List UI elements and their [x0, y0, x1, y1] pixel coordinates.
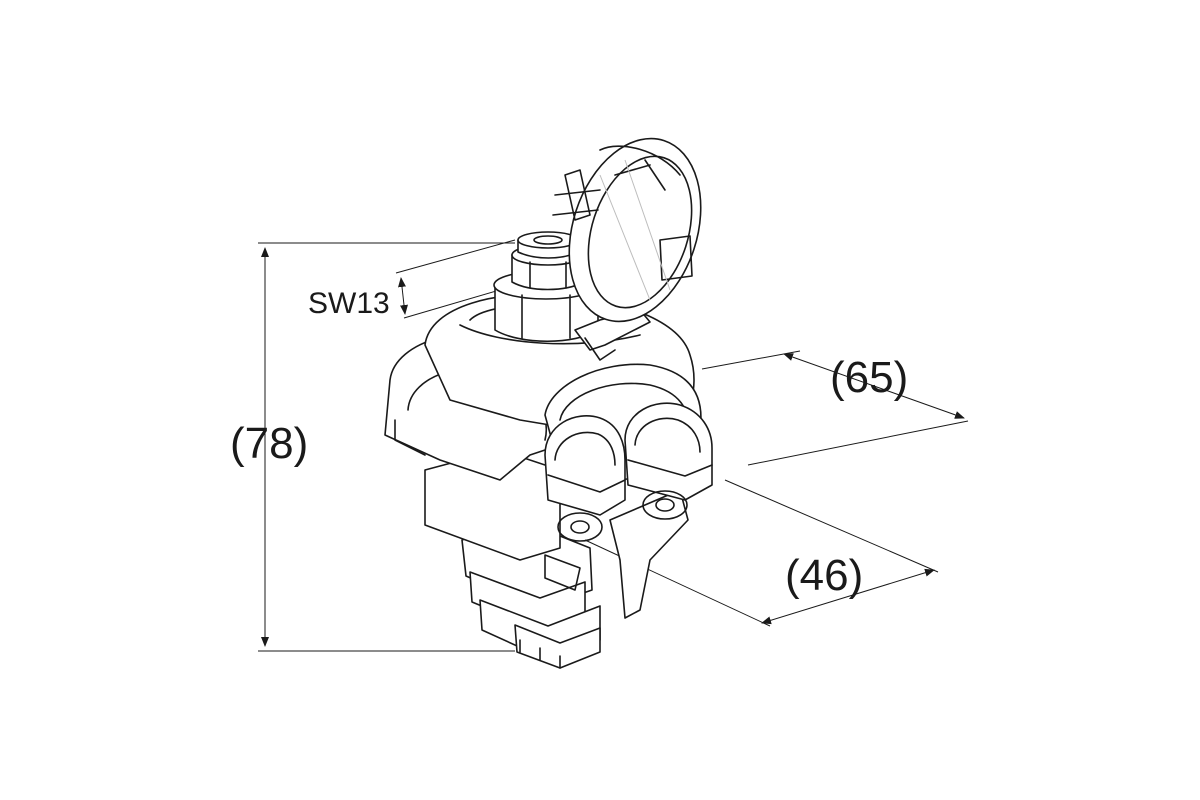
height-label: (78): [230, 419, 308, 468]
depth-dimension: (65): [701, 350, 969, 466]
depth-extension-bottom: [747, 420, 969, 466]
width-extension-left: [584, 539, 771, 627]
depth-extension-top: [701, 350, 801, 370]
width-extension-right: [724, 479, 939, 573]
wrench-size-dimension: SW13: [308, 239, 521, 320]
width-label: (46): [785, 551, 863, 600]
depth-dimension-line: [783, 353, 965, 419]
hex-nut: [493, 231, 599, 342]
wrench-dimension-line: [398, 277, 408, 315]
width-dimension-line: [761, 568, 935, 625]
height-dimension: (78): [230, 242, 515, 652]
wrench-size-label: SW13: [308, 287, 390, 320]
wrench-extension-top: [395, 239, 516, 274]
width-dimension: (46): [584, 479, 939, 627]
front-port-left: [544, 415, 626, 542]
depth-label: (65): [830, 353, 908, 402]
side-bracket: [609, 489, 689, 619]
connector-body: [384, 137, 713, 669]
front-port-right: [624, 402, 713, 520]
protective-cap: [552, 137, 702, 323]
